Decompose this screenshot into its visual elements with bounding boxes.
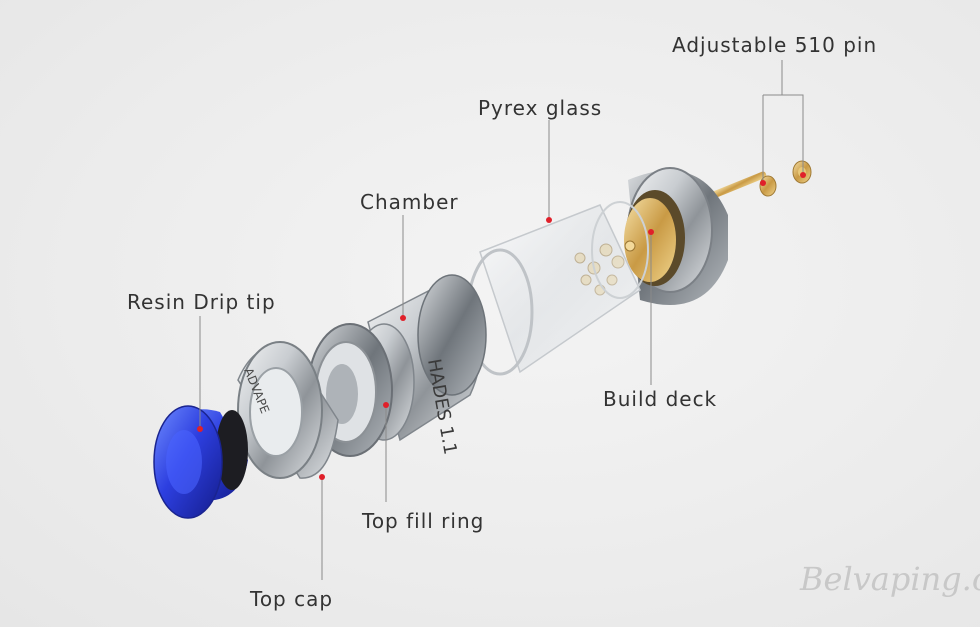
- label-chamber: Chamber: [360, 190, 459, 214]
- label-top-cap: Top cap: [250, 587, 334, 611]
- marker-pyrex-glass: [546, 217, 552, 223]
- marker-top-fill-ring: [383, 402, 389, 408]
- label-top-fill-ring: Top fill ring: [362, 509, 485, 533]
- pin-assembly: [708, 160, 812, 200]
- label-resin-drip-tip: Resin Drip tip: [127, 290, 276, 314]
- top-cap-part: ADVAPE: [237, 341, 339, 479]
- marker-drip-tip: [197, 426, 203, 432]
- marker-chamber: [400, 315, 406, 321]
- pyrex-glass-part: [466, 201, 649, 376]
- marker-510-pin-a: [760, 180, 766, 186]
- marker-dots: [197, 172, 806, 480]
- marker-510-pin-b: [800, 172, 806, 178]
- marker-build-deck: [648, 229, 654, 235]
- marker-top-cap: [319, 474, 325, 480]
- leader-lines: [199, 60, 804, 580]
- drip-tip-part: [153, 405, 248, 519]
- label-build-deck: Build deck: [603, 387, 718, 411]
- label-adjustable-510-pin: Adjustable 510 pin: [672, 33, 878, 57]
- watermark: Belvaping.com: [800, 560, 980, 598]
- chamber-part: HADES 1.1: [353, 274, 487, 456]
- label-pyrex-glass: Pyrex glass: [478, 96, 603, 120]
